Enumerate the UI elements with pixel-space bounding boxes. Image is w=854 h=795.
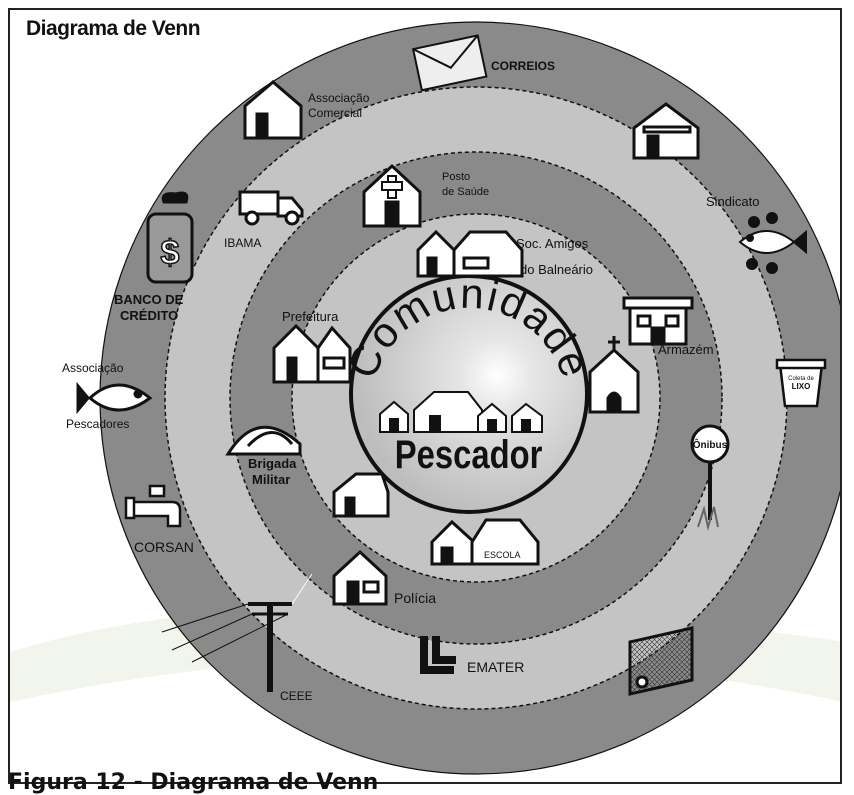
soccer-goal-icon xyxy=(628,626,694,696)
label-prefeitura: Prefeitura xyxy=(282,309,339,324)
truck-icon xyxy=(238,190,304,226)
label-coleta-2: LIXO xyxy=(792,382,811,391)
venn-diagram: Comunidade Pescador CORREIOS Associação … xyxy=(10,21,840,775)
small-house-icon xyxy=(332,472,390,518)
label-armazem: Armazém xyxy=(658,342,714,357)
label-assoc-pesc-2: Pescadores xyxy=(66,417,129,431)
military-barracks-icon xyxy=(225,425,302,456)
label-assoc-pesc-1: Associação xyxy=(62,361,124,375)
envelope-icon xyxy=(411,34,488,92)
police-station-icon xyxy=(332,549,388,606)
svg-text:$: $ xyxy=(161,234,180,272)
church-icon xyxy=(588,336,640,414)
label-posto-1: Posto xyxy=(442,171,470,183)
house-icon xyxy=(632,102,700,160)
label-posto-2: de Saúde xyxy=(442,186,489,198)
faucet-icon xyxy=(124,484,182,528)
label-assoc-comercial-2: Comercial xyxy=(308,106,362,120)
trash-bin-icon xyxy=(775,358,827,408)
figure-caption: Figura 12 - Diagrama de Venn xyxy=(8,770,379,795)
money-bag-icon: $ xyxy=(146,191,194,284)
label-correios: CORREIOS xyxy=(491,59,555,73)
bus-stop-icon xyxy=(690,424,730,531)
center-subtitle: Pescador xyxy=(395,432,543,477)
commercial-house-icon xyxy=(243,80,303,140)
label-onibus: Ônibus xyxy=(693,438,728,451)
label-policia: Polícia xyxy=(394,590,436,606)
emater-logo-icon xyxy=(420,636,456,674)
label-soc-2: do Balneário xyxy=(520,262,593,277)
label-sindicato: Sindicato xyxy=(706,194,759,209)
label-banco-1: BANCO DE xyxy=(114,292,184,307)
diagram-frame: Comunidade Pescador CORREIOS Associação … xyxy=(8,8,842,784)
label-emater: EMATER xyxy=(467,659,524,675)
page-title: Diagrama de Venn xyxy=(26,17,201,40)
health-post-icon xyxy=(362,163,422,228)
power-pole-icon xyxy=(161,573,313,692)
label-soc-1: Soc. Amigos xyxy=(516,236,589,251)
society-house-icon xyxy=(416,229,524,278)
label-brigada-1: Brigada xyxy=(248,456,297,471)
label-escola: ESCOLA xyxy=(484,550,521,560)
label-ceee: CEEE xyxy=(280,689,313,703)
fish-icon xyxy=(76,381,153,415)
village-icon xyxy=(379,391,543,433)
city-hall-icon xyxy=(272,323,352,384)
label-banco-2: CRÉDITO xyxy=(120,308,178,323)
label-ibama: IBAMA xyxy=(224,236,261,250)
label-assoc-comercial-1: Associação xyxy=(308,91,370,105)
warehouse-icon xyxy=(622,296,694,346)
label-coleta-1: Coleta de xyxy=(788,376,814,382)
school-icon xyxy=(430,518,540,566)
label-brigada-2: Militar xyxy=(252,472,290,487)
fish-union-icon xyxy=(738,212,807,274)
label-corsan: CORSAN xyxy=(134,539,194,555)
